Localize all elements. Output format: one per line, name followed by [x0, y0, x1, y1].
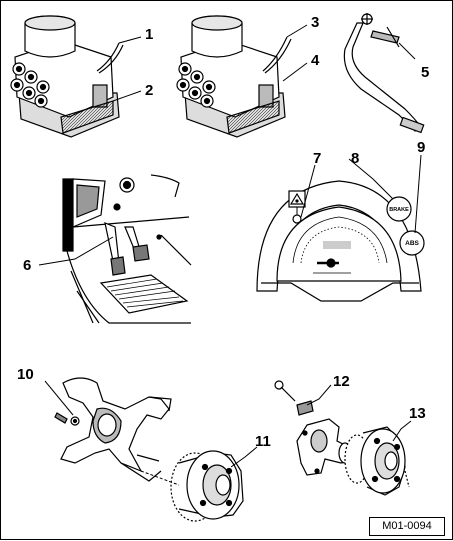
callout-5: 5 [421, 64, 430, 81]
callout-2: 2 [145, 82, 154, 99]
callout-7: 7 [313, 150, 322, 167]
brake-pedal-switch [343, 13, 425, 134]
brake-lamp-label: BRAKE [389, 207, 409, 213]
instrument-cluster [256, 180, 425, 302]
callout-3: 3 [311, 14, 320, 31]
callout-11: 11 [255, 433, 271, 450]
callout-12: 12 [333, 373, 350, 390]
callout-4: 4 [311, 52, 320, 69]
abs-hydraulic-unit-left [10, 15, 124, 138]
callout-8: 8 [351, 150, 360, 167]
callout-9: 9 [417, 139, 426, 156]
abs-hydraulic-unit-center [176, 15, 292, 138]
callout-13: 13 [409, 405, 426, 422]
callout-1: 1 [145, 26, 154, 43]
footwell-pedals [62, 174, 192, 324]
figure-reference-code: M01-0094 [369, 517, 445, 536]
wheel-hub-with-sensor-ring-left [170, 450, 244, 522]
speedometer-scale [292, 216, 388, 264]
callout-10: 10 [17, 366, 34, 383]
stub-axle-with-sensor [274, 380, 352, 476]
wheel-hub-with-sensor-ring-right [344, 426, 410, 496]
abs-lamp-label: ABS [405, 240, 419, 247]
steering-knuckle [54, 377, 172, 482]
callout-6: 6 [23, 257, 32, 274]
